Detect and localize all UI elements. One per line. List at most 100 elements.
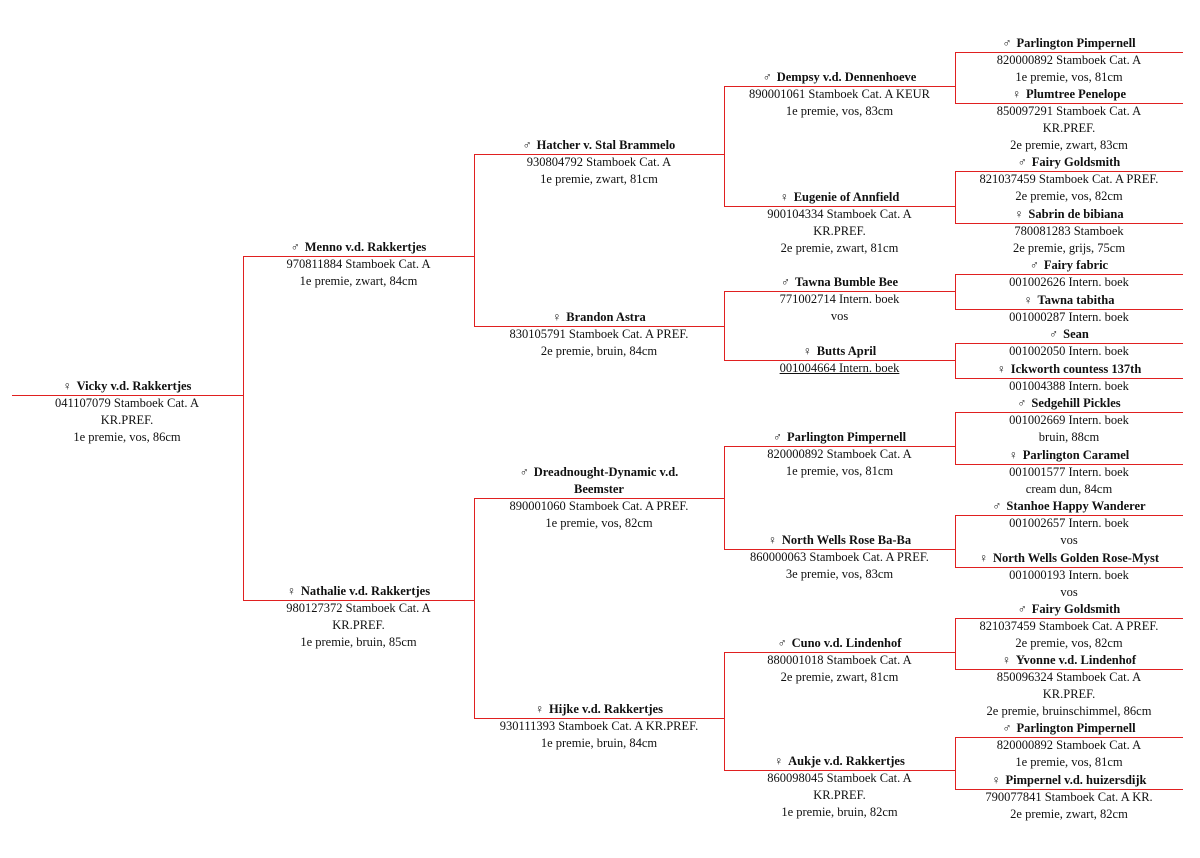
horse-name-text: Parlington Caramel [1022,448,1130,462]
parent-bracket [724,652,725,770]
horse-details: 1e premie, vos, 82cm [545,516,653,530]
horse-details: 2e premie, bruinschimmel, 86cm [986,704,1152,718]
horse-name-text: Plumtree Penelope [1025,87,1127,101]
connector-line [955,567,1183,568]
female-icon: ♀ [991,773,1001,787]
horse-details: 1e premie, bruin, 84cm [540,736,658,750]
horse-details: 1e premie, zwart, 84cm [299,274,418,288]
female-icon: ♀ [62,379,72,393]
male-icon: ♂ [1029,258,1039,272]
horse-entry: ♂ Parlington Pimpernell 820000892 Stamboek… [724,429,955,480]
horse-name: ♂Fairy fabric [955,257,1183,274]
registration-number[interactable]: 001004664 Intern. boek [779,361,900,375]
registration-number: 001002669 Intern. boek [1009,413,1129,427]
horse-name-text: Brandon Astra [566,310,646,324]
horse-name: ♂Dempsy v.d. Dennenhoeve [724,69,955,86]
horse-name-text: Parlington Pimpernell [786,430,907,444]
connector-line [724,291,955,292]
registration-number: 820000892 Stamboek Cat. A [996,53,1142,67]
horse-details: 1e premie, zwart, 81cm [540,172,658,186]
horse-name: ♂Sedgehill Pickles [955,395,1183,412]
horse-details: 2e premie, zwart, 81cm [780,670,899,684]
parent-bracket [955,737,956,789]
parent-bracket [474,498,475,718]
connector-line [955,378,1183,379]
horse-name: ♂Sean [955,326,1183,343]
horse-name: ♀North Wells Golden Rose-Myst [955,550,1183,567]
registration-number: 880001018 Stamboek Cat. A [767,653,912,667]
connector-line [955,223,1183,224]
horse-details: KR.PREF. [813,224,866,238]
registration-number: 820000892 Stamboek Cat. A [767,447,912,461]
horse-name: ♀ Parlington Caramel [955,447,1183,464]
horse-details: 1e premie, vos, 83cm [785,104,894,118]
registration-number: 930804792 Stamboek Cat. A [526,155,672,169]
connector-line [724,652,955,653]
horse-details: 2e premie, vos, 82cm [1015,636,1123,650]
horse-name: ♀Nathalie v.d. Rakkertjes [243,583,474,600]
connector-line [724,549,955,550]
horse-details: vos [1060,585,1078,599]
connector-line [955,52,1183,53]
horse-name: ♀Plumtree Penelope [955,86,1183,103]
horse-entry: ♀ Vicky v.d. Rakkertjes 041107079 Stamboek… [12,378,242,446]
registration-number: 001002626 Intern. boek [1009,275,1129,289]
horse-entry: ♀ Parlington Caramel 001001577 Intern. boe… [955,447,1183,498]
registration-number: 890001061 Stamboek Cat. A KEUR [749,87,930,101]
female-icon: ♀ [978,551,988,565]
horse-name-text: Stanhoe Happy Wanderer [1006,499,1146,513]
registration-number: 850097291 Stamboek Cat. A [996,104,1142,118]
horse-details: 1e premie, bruin, 85cm [300,635,417,649]
connector-line [955,669,1183,670]
male-icon: ♂ [777,636,787,650]
connector-line [955,274,1183,275]
connector-line [955,737,1183,738]
male-icon: ♂ [772,430,782,444]
horse-name: ♀Butts April [724,343,955,360]
horse-name-text: Parlington Pimpernell [1016,36,1136,50]
connector-line [724,360,955,361]
connector-line [955,343,1183,344]
female-icon: ♀ [1008,448,1018,462]
horse-details: 2e premie, zwart, 81cm [780,241,899,255]
horse-name-text: Hijke v.d. Rakkertjes [549,702,663,716]
connector-line [474,326,724,327]
horse-details: KR.PREF. [1042,121,1096,135]
parent-bracket [724,291,725,360]
connector-line [955,789,1183,790]
registration-number: 820000892 Stamboek Cat. A [996,738,1142,752]
connector-line [955,309,1183,310]
horse-details: 1e premie, vos, 81cm [1015,70,1123,84]
horse-name-text: Dempsy v.d. Dennenhoeve [776,70,917,84]
horse-name-text: Fairy Goldsmith [1031,155,1121,169]
registration-number: 980127372 Stamboek Cat. A [286,601,431,615]
connector-line [955,515,1183,516]
connector-line [955,618,1183,619]
registration-number: 771002714 Intern. boek [779,292,900,306]
horse-name-text: Vicky v.d. Rakkertjes [76,379,192,393]
connector-line [243,256,474,257]
horse-details: KR.PREF. [332,618,385,632]
horse-name: ♂Tawna Bumble Bee [724,274,955,291]
horse-name: ♂Hatcher v. Stal Brammelo [474,137,724,154]
registration-number: 041107079 Stamboek Cat. A [55,396,199,410]
connector-line [955,464,1183,465]
connector-line [724,86,955,87]
horse-details: 2e premie, zwart, 83cm [1010,138,1128,152]
connector-line [243,600,474,601]
registration-number: 001001577 Intern. boek [1009,465,1129,479]
horse-details: vos [1060,533,1078,547]
registration-number: 860000063 Stamboek Cat. A PREF. [750,550,929,564]
horse-name-text: Sabrin de bibiana [1028,207,1124,221]
registration-number: 790077841 Stamboek Cat. A KR. [985,790,1153,804]
horse-name-text: North Wells Rose Ba-Ba [781,533,912,547]
registration-number: 001000287 Intern. boek [1009,310,1129,324]
